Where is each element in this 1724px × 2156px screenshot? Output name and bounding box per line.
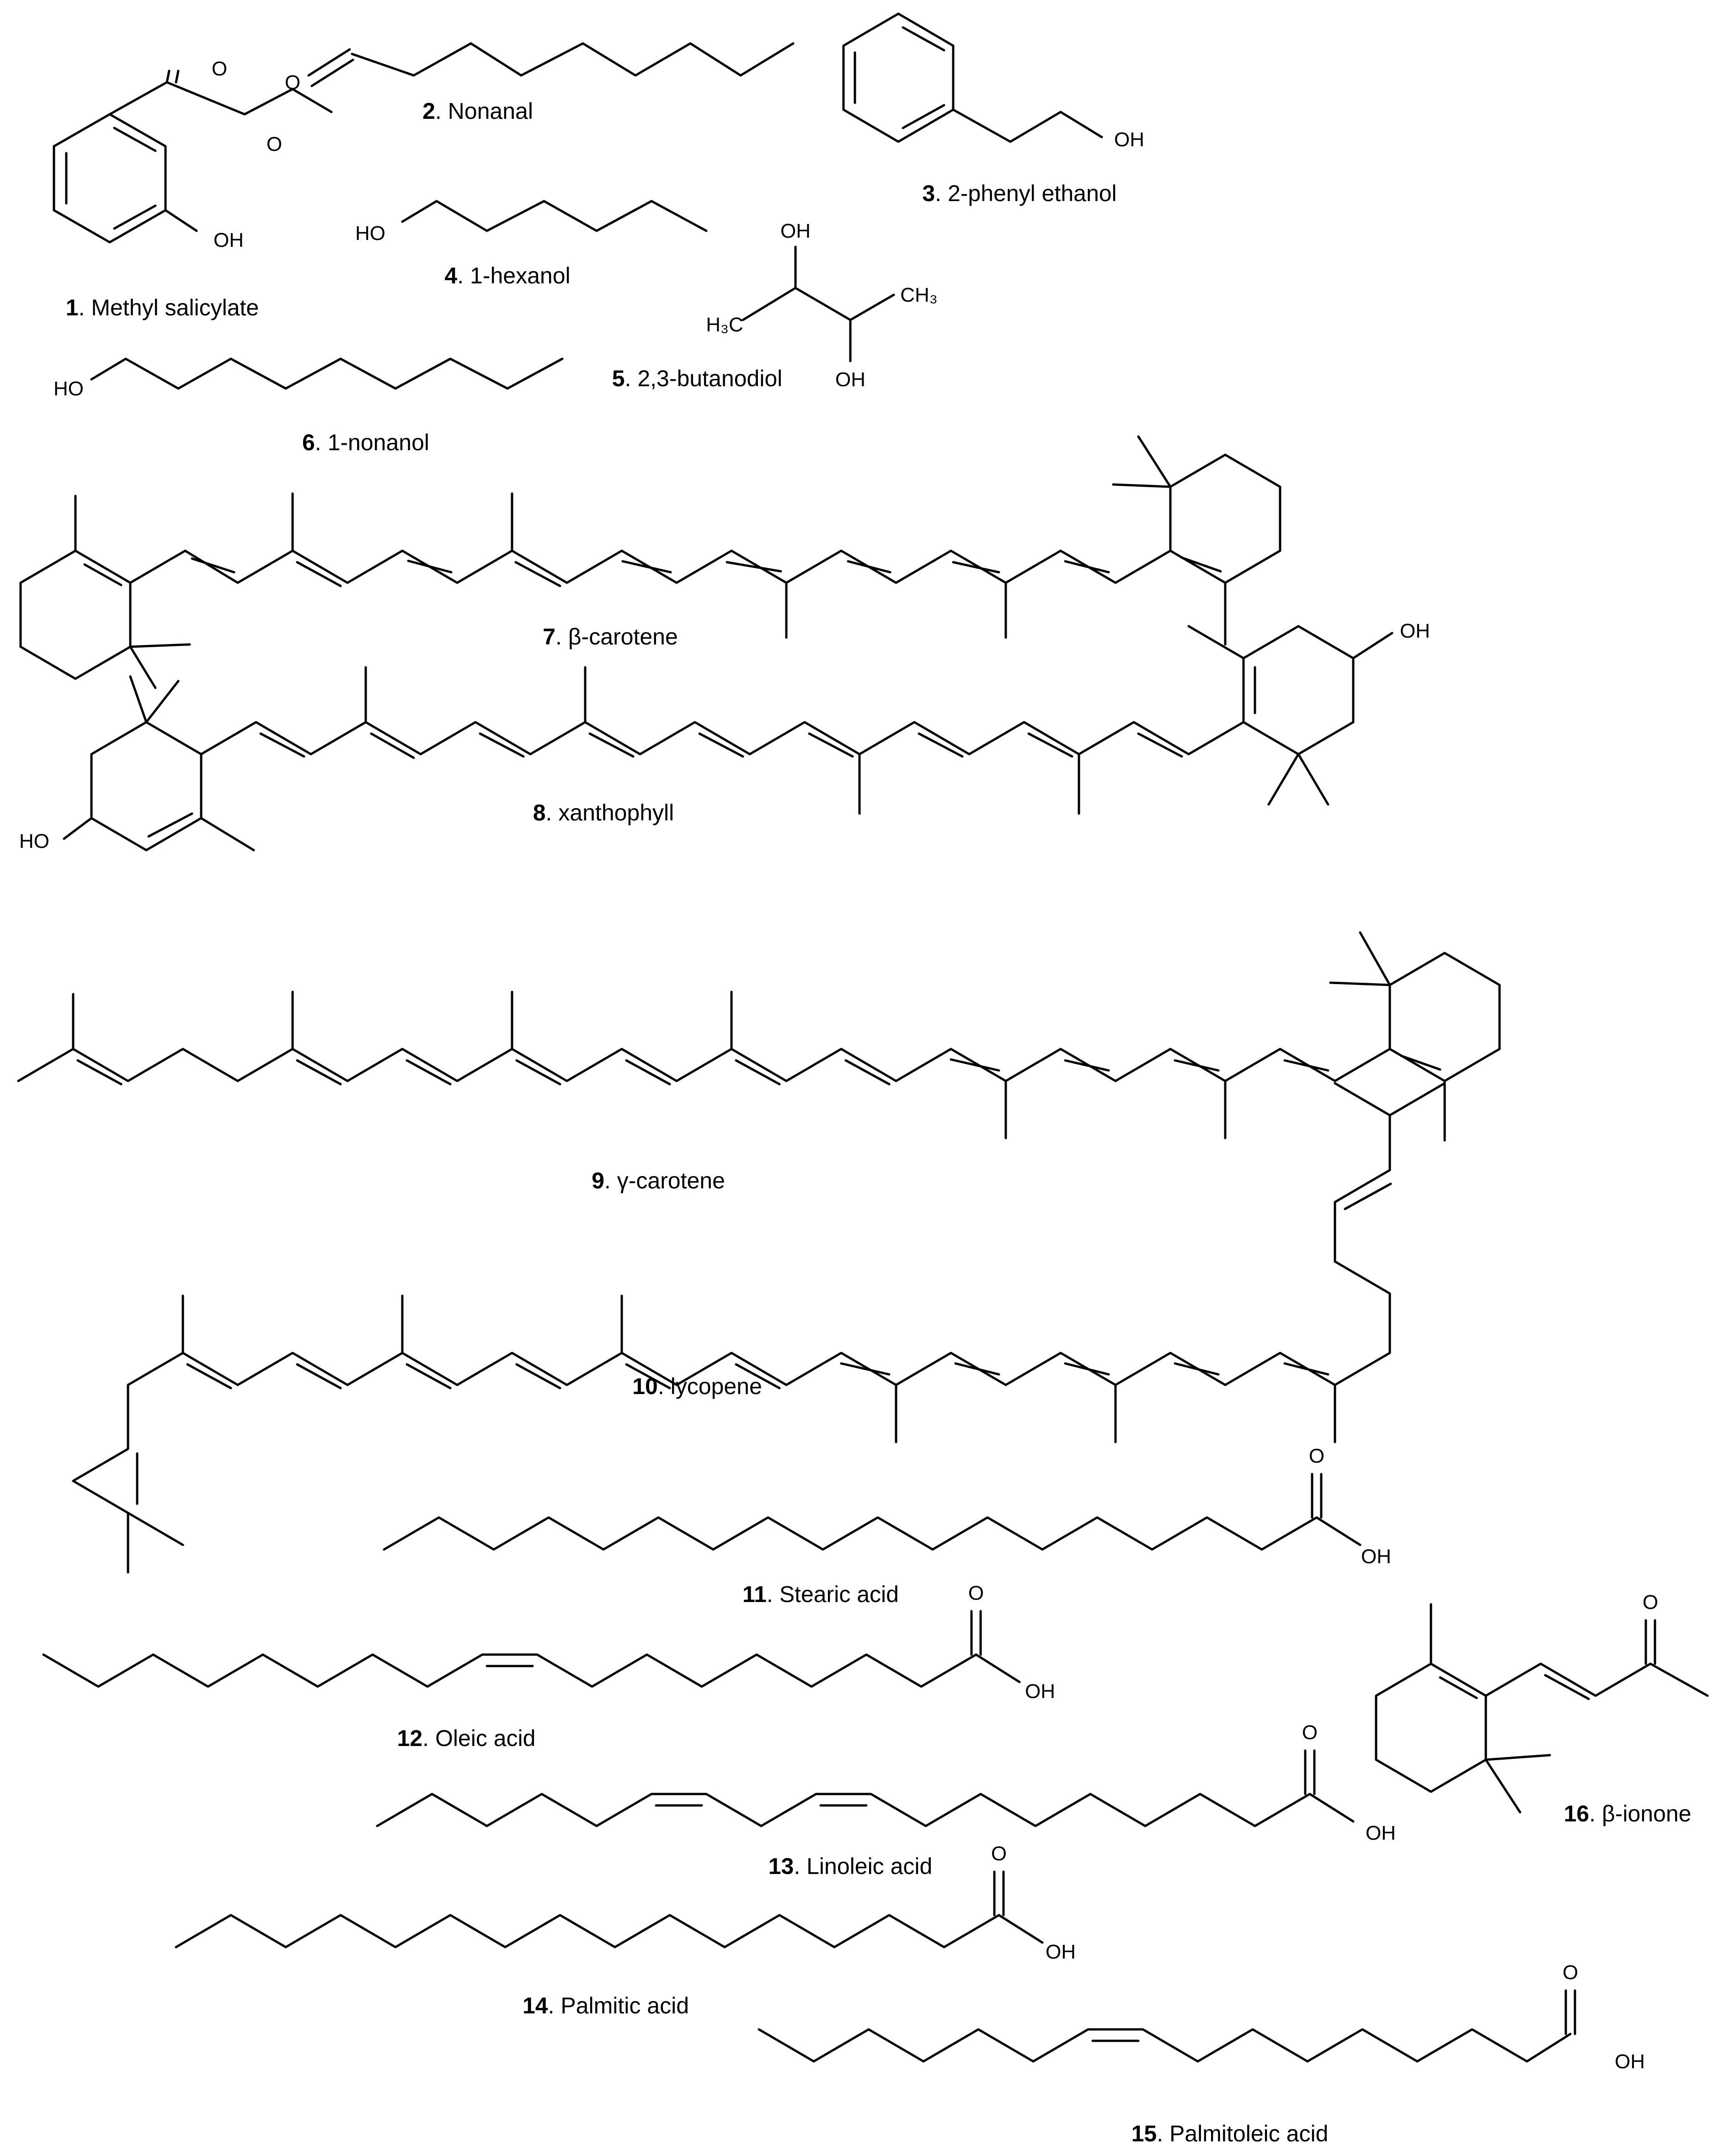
compound-label-2: 2. Nonanal [422,98,533,124]
compound-name: Palmitoleic acid [1169,2121,1328,2146]
compound-label-16: 16. β-ionone [1564,1801,1692,1826]
atom-oh: OH [1366,1822,1396,1844]
compound-label-7: 7. β-carotene [543,624,678,649]
compound-number: 15 [1132,2121,1157,2146]
compound-name: 2-phenyl ethanol [948,181,1117,206]
compound-label-10: 10. lycopene [632,1373,762,1399]
structure-beta-ionone: O 16. β-ionone [1375,1591,1709,1826]
compound-label-9: 9. γ-carotene [592,1168,725,1193]
atom-o: O [1643,1591,1658,1613]
atom-o: O [1302,1721,1318,1744]
structure-1-nonanol: HO 6. 1-nonanol [53,357,564,455]
atom-ho: HO [355,222,385,245]
atom-oh: OH [1114,128,1144,151]
compound-name: Oleic acid [435,1725,536,1751]
atom-oh: OH [1046,1941,1076,1963]
compound-name: 1-hexanol [470,263,571,288]
structure-gamma-carotene: 9. γ-carotene [17,931,1501,1193]
atom-o: O [991,1842,1007,1865]
atom-oh: OH [1361,1545,1391,1568]
atom-oh: OH [213,229,244,251]
structure-palmitic-acid: O OH 14. Palmitic acid [175,1842,1076,2018]
compound-label-14: 14. Palmitic acid [523,1993,689,2018]
atom-ho: HO [53,378,84,400]
atom-o: O [285,71,300,94]
compound-name: Palmitic acid [560,1993,689,2018]
compound-number: 5 [612,366,625,391]
compound-label-1: 1. Methyl salicylate [66,295,259,320]
structure-lycopene: 10. lycopene [72,1082,1446,1574]
structure-2-3-butanodiol: OH H₃C CH₃ OH 5. 2,3-butanodiol [612,220,938,391]
compound-name: Linoleic acid [806,1853,932,1879]
structure-stearic-acid: O OH 11. Stearic acid [383,1445,1391,1607]
compound-name: 2,3-butanodiol [637,366,782,391]
compound-label-11: 11. Stearic acid [742,1581,899,1607]
structure-1-hexanol: HO 4. 1-hexanol [355,200,708,288]
compound-number: 13 [769,1853,794,1879]
compound-label-3: 3. 2-phenyl ethanol [922,181,1116,206]
compound-number: 10 [632,1373,658,1399]
compound-number: 16 [1564,1801,1590,1826]
compound-number: 2 [422,98,435,124]
compound-label-4: 4. 1-hexanol [444,263,570,288]
compound-label-12: 12. Oleic acid [397,1725,536,1751]
compound-number: 12 [397,1725,423,1751]
compound-label-15: 15. Palmitoleic acid [1132,2121,1329,2146]
compound-number: 7 [543,624,555,649]
atom-h3c: H₃C [706,314,743,336]
compound-name: 1-nonanol [328,430,429,455]
compound-number: 4 [444,263,457,288]
compound-number: 6 [302,430,315,455]
compound-number: 11 [742,1581,767,1607]
structure-nonanal: O 2. Nonanal [285,42,795,124]
compound-label-8: 8. xanthophyll [533,800,674,825]
compound-number: 14 [523,1993,548,2018]
compound-name: γ-carotene [617,1168,725,1193]
structure-oleic-acid: O OH 12. Oleic acid [42,1582,1055,1751]
compound-label-5: 5. 2,3-butanodiol [612,366,783,391]
atom-oh: OH [1615,2050,1645,2073]
atom-oh: OH [1025,1680,1055,1703]
compound-name: Methyl salicylate [91,295,259,320]
atom-oh: OH [1400,620,1430,642]
atom-o: O [968,1582,984,1604]
compound-number: 8 [533,800,546,825]
compound-number: 9 [592,1168,604,1193]
atom-o: O [1563,1961,1578,1984]
atom-o: O [267,133,282,155]
compound-name: lycopene [671,1373,762,1399]
atom-ch3: CH₃ [900,284,937,306]
structure-methyl-salicylate: O O OH 1. Methyl salicylate [53,58,333,320]
compound-name: β-carotene [568,624,678,649]
structure-linoleic-acid: O OH 13. Linoleic acid [376,1721,1396,1879]
atom-o: O [212,58,227,80]
atom-o: O [1309,1445,1324,1467]
atom-oh: OH [835,368,865,391]
compound-label-13: 13. Linoleic acid [769,1853,933,1879]
atom-ho: HO [19,830,49,852]
structure-palmitoleic-acid: O OH 15. Palmitoleic acid [758,1961,1645,2146]
compound-number: 3 [922,181,935,206]
compound-name: β-ionone [1602,1801,1692,1826]
structure-2-phenyl-ethanol: OH 3. 2-phenyl ethanol [842,12,1144,206]
structure-xanthophyll: OH HO 8. xanthophyll [19,620,1430,852]
compound-number: 1 [66,295,79,320]
compound-name: xanthophyll [558,800,674,825]
compound-name: Nonanal [448,98,533,124]
compound-label-6: 6. 1-nonanol [302,430,429,455]
structure-beta-carotene: 7. β-carotene [19,435,1281,689]
atom-oh: OH [780,220,811,242]
compound-name: Stearic acid [779,1581,899,1607]
